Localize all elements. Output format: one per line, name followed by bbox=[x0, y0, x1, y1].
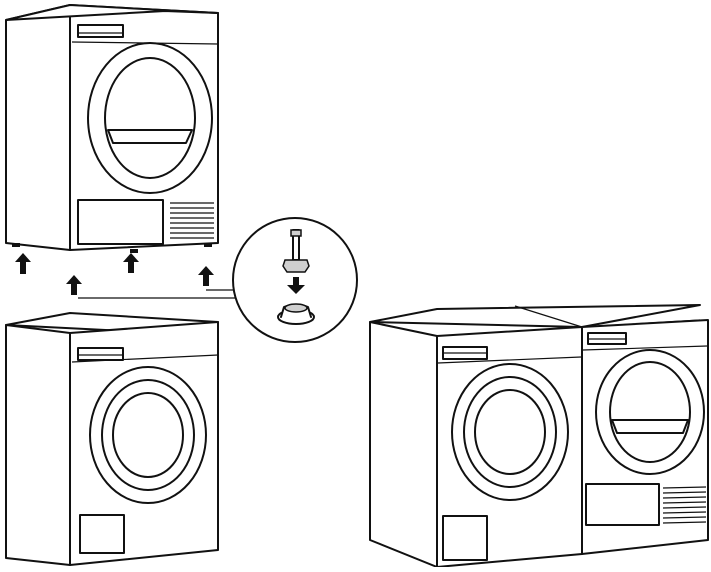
washer-bottom-unit bbox=[5, 312, 219, 566]
dryer-top-unit bbox=[5, 4, 219, 253]
rubber-cup-icon bbox=[277, 303, 315, 325]
arrow-down-icon bbox=[287, 277, 305, 294]
arrow-up-icon bbox=[15, 253, 31, 274]
dryer-top-grille bbox=[170, 202, 214, 239]
arrow-up-icon bbox=[198, 266, 214, 286]
side-by-side-units bbox=[369, 304, 709, 568]
dryer-grille bbox=[662, 486, 707, 524]
arrow-up-icon bbox=[123, 253, 139, 273]
lift-arrows bbox=[15, 253, 214, 295]
foot-detail-circle bbox=[232, 217, 358, 343]
arrow-up-icon bbox=[66, 275, 82, 295]
screw-foot-icon bbox=[282, 229, 310, 273]
